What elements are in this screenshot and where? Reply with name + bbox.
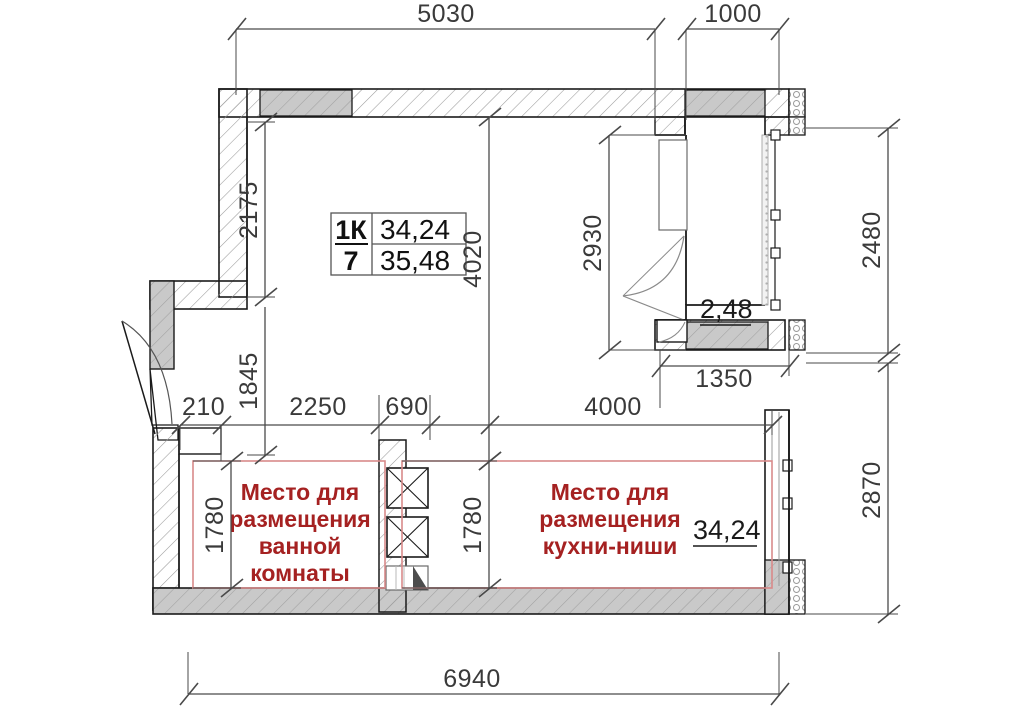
room-outline-kitchen — [401, 460, 773, 589]
wall-balcony-insulation — [788, 319, 806, 351]
room-outline-group — [192, 460, 773, 589]
tick-mid-210-b — [212, 415, 232, 435]
tick-bottom-6940-a — [179, 682, 199, 706]
dim-text-top-1000: 1000 — [704, 0, 762, 28]
kitchen-area-value: 34,24 — [693, 515, 761, 545]
room-label-balcony: 2,48 — [700, 294, 753, 326]
wall-top-insulation — [788, 88, 806, 118]
tick-left-1780-b — [220, 578, 244, 598]
balcony-frame-node-bottom — [770, 299, 781, 311]
room-label-bathroom: Место для размещения ванной комнаты — [229, 479, 370, 586]
balcony-lower-swing — [658, 321, 686, 343]
balcony-frame-node-mid2 — [770, 247, 781, 259]
bathroom-label-line-1: Место для — [241, 479, 359, 505]
tick-right-2870-a — [877, 353, 901, 373]
entrance-door-swing-arc — [121, 320, 173, 425]
window-right-node-b — [782, 497, 793, 510]
bathroom-label-line-4: комнаты — [250, 560, 350, 586]
tick-mid-4000-a — [480, 415, 500, 435]
tick-int-2930-b — [598, 340, 622, 360]
dim-text-left-1845: 1845 — [235, 352, 263, 410]
wall-bottom — [152, 587, 790, 615]
dim-text-left-2175: 2175 — [235, 181, 263, 239]
dim-text-int-4020: 4020 — [459, 230, 487, 288]
dim-text-bottom-6940: 6940 — [443, 665, 501, 693]
room-label-kitchen: Место для размещения кухни-ниши 34,24 — [539, 479, 760, 559]
kitchen-label-line-3: кухни-ниши — [543, 533, 677, 559]
tick-mid-2250-b — [370, 415, 390, 435]
tick-right-2480-b — [877, 343, 901, 363]
dimension-text-group: 5030 1000 2175 1845 1780 4020 2930 1780 … — [182, 0, 886, 693]
wall-right-insulation-upper — [788, 116, 806, 136]
dim-text-right-2870: 2870 — [858, 461, 886, 519]
tick-mid-210-a — [171, 415, 191, 435]
dim-text-mid-2250: 2250 — [289, 393, 347, 421]
tick-top-5030-a — [227, 17, 247, 41]
bathroom-label-line-2: размещения — [229, 506, 370, 532]
dim-text-mid-210: 210 — [182, 393, 225, 421]
tick-mid-690-b — [421, 415, 441, 435]
balcony-door-leaf — [622, 295, 685, 321]
dim-text-top-5030: 5030 — [417, 0, 475, 28]
balcony-lower-opening — [656, 319, 688, 343]
tick-top-1000-a — [677, 17, 697, 41]
balcony-door-swing-edge — [622, 235, 685, 297]
info-apartment-number: 7 — [343, 246, 358, 276]
dim-text-mid-4000: 4000 — [584, 393, 642, 421]
tick-mid-4000-b — [763, 415, 783, 435]
wall-top-segment-b — [684, 89, 766, 117]
info-area-living: 34,24 — [380, 214, 450, 245]
balcony-door-panel — [658, 139, 688, 231]
tick-right-2870-b — [877, 604, 901, 624]
balcony-frame-node-mid — [770, 209, 781, 221]
balcony-glazing — [761, 134, 769, 306]
bathroom-label-line-3: ванной — [259, 533, 342, 559]
dim-text-int-1780-right: 1780 — [459, 496, 487, 554]
wall-top-segment-a — [259, 89, 353, 117]
tick-int-1780r-a — [478, 451, 502, 471]
tick-left-1780-a — [220, 451, 244, 471]
vent-shaft-x-a2 — [386, 467, 429, 509]
info-area-total: 35,48 — [380, 245, 450, 276]
kitchen-label-line-1: Место для — [551, 479, 669, 505]
balcony-door-swing-arc — [622, 235, 685, 297]
tick-int-4020-a — [478, 107, 502, 127]
tick-top-5030-b — [646, 17, 666, 41]
vent-shaft-x-b2 — [386, 516, 429, 558]
wall-left-lower — [152, 427, 180, 611]
tick-left-2175-b — [254, 287, 278, 307]
kitchen-label-line-2: размещения — [539, 506, 680, 532]
apartment-info-box: 1К 7 34,24 35,48 — [330, 212, 467, 276]
dim-text-right-2480: 2480 — [858, 211, 886, 269]
tick-mid-1350-a — [651, 354, 671, 378]
tick-top-1000-b — [770, 17, 790, 41]
info-apartment-type: 1К — [335, 215, 367, 245]
balcony-area-value: 2,48 — [700, 294, 753, 324]
wall-right-lower-gray — [764, 559, 790, 615]
wall-balcony-bottom-gray — [685, 321, 769, 350]
wall-left-jog-gray — [149, 280, 175, 370]
tick-bottom-6940-b — [770, 682, 790, 706]
tick-left-1845-b — [254, 445, 278, 465]
wall-balcony-left-top — [654, 116, 686, 136]
dim-text-left-1780: 1780 — [201, 496, 229, 554]
balcony-frame-node-top — [770, 129, 781, 141]
window-right-node-a — [782, 459, 793, 472]
dim-text-int-2930: 2930 — [579, 214, 607, 272]
tick-left-2175-a — [254, 112, 278, 132]
window-right-node-c — [782, 561, 793, 574]
room-outline-bathroom — [192, 460, 386, 589]
tick-int-2930-a — [598, 125, 622, 145]
riser-wedge — [413, 566, 428, 590]
wall-group — [121, 88, 806, 615]
dimension-group — [171, 17, 901, 706]
tick-int-1780r-b — [478, 578, 502, 598]
dim-text-mid-690: 690 — [385, 393, 428, 421]
tick-mid-1350-b — [780, 354, 800, 378]
dim-text-mid-1350: 1350 — [695, 365, 753, 393]
entrance-door-leaf — [121, 320, 156, 435]
tick-right-2480-a — [877, 118, 901, 138]
